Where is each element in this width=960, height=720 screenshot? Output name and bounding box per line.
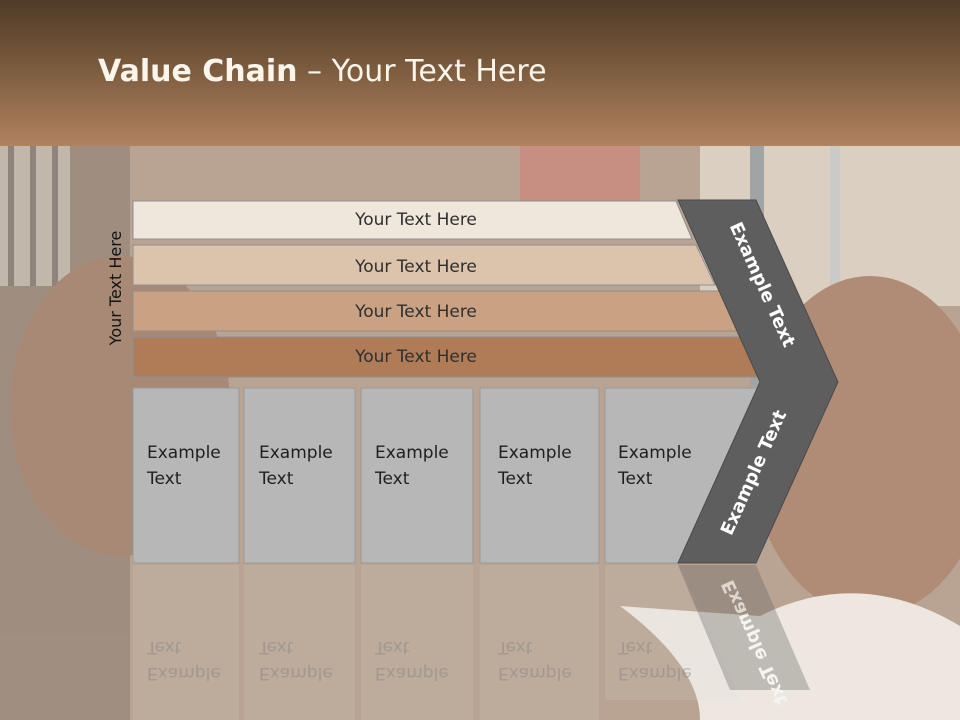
column-1-box	[132, 387, 240, 564]
reflection-column-3-line2: Text	[374, 637, 410, 657]
column-4-line2: Text	[497, 469, 533, 489]
band-2-label: Your Text Here	[354, 257, 477, 277]
chevron-shape	[677, 199, 839, 564]
slide-title-bold: Value Chain	[98, 54, 298, 89]
column-1: Example Text	[132, 387, 240, 564]
band-1-label: Your Text Here	[354, 210, 477, 230]
reflection-column-3	[361, 565, 473, 720]
reflection-column-1-line2: Text	[146, 637, 182, 657]
column-1-line2: Text	[146, 469, 182, 489]
slide-title: Value Chain – Your Text Here	[98, 54, 547, 89]
column-2-line2: Text	[258, 469, 294, 489]
band-3-label: Your Text Here	[354, 302, 477, 322]
reflection-chevron	[678, 565, 810, 690]
band-row-1: Your Text Here	[132, 200, 693, 240]
reflection-column-1	[133, 565, 239, 720]
band-1-shape	[132, 200, 693, 240]
column-5-line1: Example	[618, 443, 692, 463]
reflection-column-4-line2: Text	[497, 637, 533, 657]
reflection-column-5-line1: Example	[618, 663, 692, 683]
reflection-column-4-line1: Example	[498, 663, 572, 683]
side-label: Your Text Here	[106, 231, 125, 347]
band-row-4: Your Text Here	[132, 336, 764, 378]
band-row-3: Your Text Here	[132, 290, 740, 332]
reflection-column-2	[244, 565, 355, 720]
column-2-box	[243, 387, 356, 564]
column-3-line2: Text	[374, 469, 410, 489]
column-4-line1: Example	[498, 443, 572, 463]
column-4-box	[479, 387, 600, 564]
column-4: Example Text	[479, 387, 600, 564]
column-3-box	[360, 387, 474, 564]
band-row-2: Your Text Here	[132, 244, 716, 286]
column-3: Example Text	[360, 387, 474, 564]
reflection-column-5	[605, 565, 740, 700]
reflection-column-1-line1: Example	[147, 663, 221, 683]
reflection-column-5-line2: Text	[617, 637, 653, 657]
reflection-column-3-line1: Example	[375, 663, 449, 683]
column-3-line1: Example	[375, 443, 449, 463]
reflection-column-4	[480, 565, 599, 720]
slide-title-rest: – Your Text Here	[297, 54, 547, 89]
column-5-line2: Text	[617, 469, 653, 489]
column-1-line1: Example	[147, 443, 221, 463]
reflection-column-2-line1: Example	[259, 663, 333, 683]
column-2: Example Text	[243, 387, 356, 564]
diagram-reflection: Example Text Example Text Example Text E…	[133, 565, 810, 720]
reflection-column-2-line2: Text	[258, 637, 294, 657]
title-bar: Value Chain – Your Text Here	[0, 0, 960, 146]
band-4-label: Your Text Here	[354, 347, 477, 367]
band-2-shape	[132, 244, 716, 286]
chevron-arrow: Example Text Example Text	[677, 199, 839, 564]
column-2-line1: Example	[259, 443, 333, 463]
